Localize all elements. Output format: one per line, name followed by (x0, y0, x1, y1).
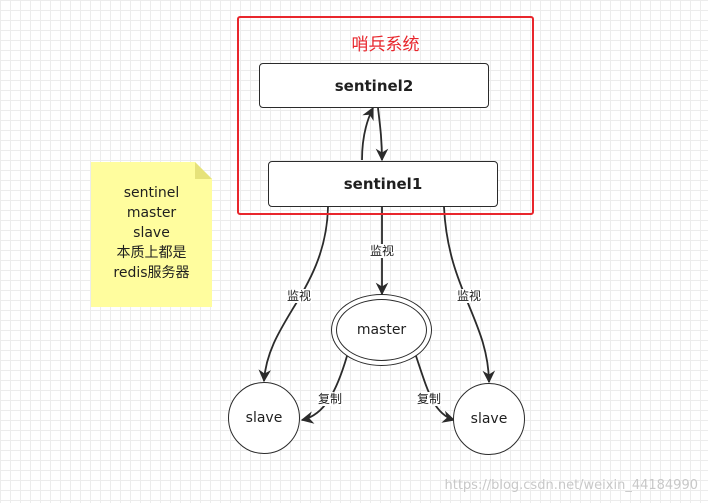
note-line: master (126, 205, 177, 221)
node-slave-right[interactable]: slave (453, 383, 525, 455)
edge-label-monitor-left: 监视 (286, 289, 313, 303)
node-slave-left-label: slave (245, 410, 283, 426)
edge-replicate-right (415, 355, 456, 423)
note-line: 本质上都是 (116, 245, 187, 261)
edge-label-monitor-center: 监视 (369, 244, 396, 258)
node-master-inner-ring (336, 299, 427, 361)
edge-sentinel1-to-sentinel2 (361, 106, 374, 161)
node-sentinel1[interactable]: sentinel1 (268, 161, 498, 207)
note-text: sentinel master slave 本质上都是 redis服务器 (91, 183, 212, 283)
note-line: redis服务器 (113, 265, 190, 281)
note-line: slave (133, 225, 170, 241)
note-card[interactable] (91, 162, 212, 307)
edge-label-replicate-right: 复制 (416, 392, 443, 406)
sentinel-system-title: 哨兵系统 (351, 35, 420, 55)
note-line: sentinel (123, 185, 180, 201)
edge-label-replicate-left: 复制 (317, 392, 344, 406)
edge-sentinel2-to-sentinel1 (375, 107, 389, 162)
node-slave-left[interactable]: slave (228, 382, 300, 454)
edge-label-monitor-right: 监视 (456, 289, 483, 303)
node-sentinel2-label: sentinel2 (334, 76, 414, 95)
node-sentinel1-label: sentinel1 (343, 175, 423, 193)
node-master[interactable]: master (331, 294, 432, 366)
node-master-label: master (356, 322, 407, 338)
node-slave-right-label: slave (470, 411, 508, 427)
sentinel-system-group (237, 16, 534, 215)
edge-replicate-left (300, 355, 348, 424)
node-sentinel2[interactable]: sentinel2 (259, 63, 489, 108)
watermark: https://blog.csdn.net/weixin_44184990 (444, 478, 698, 493)
